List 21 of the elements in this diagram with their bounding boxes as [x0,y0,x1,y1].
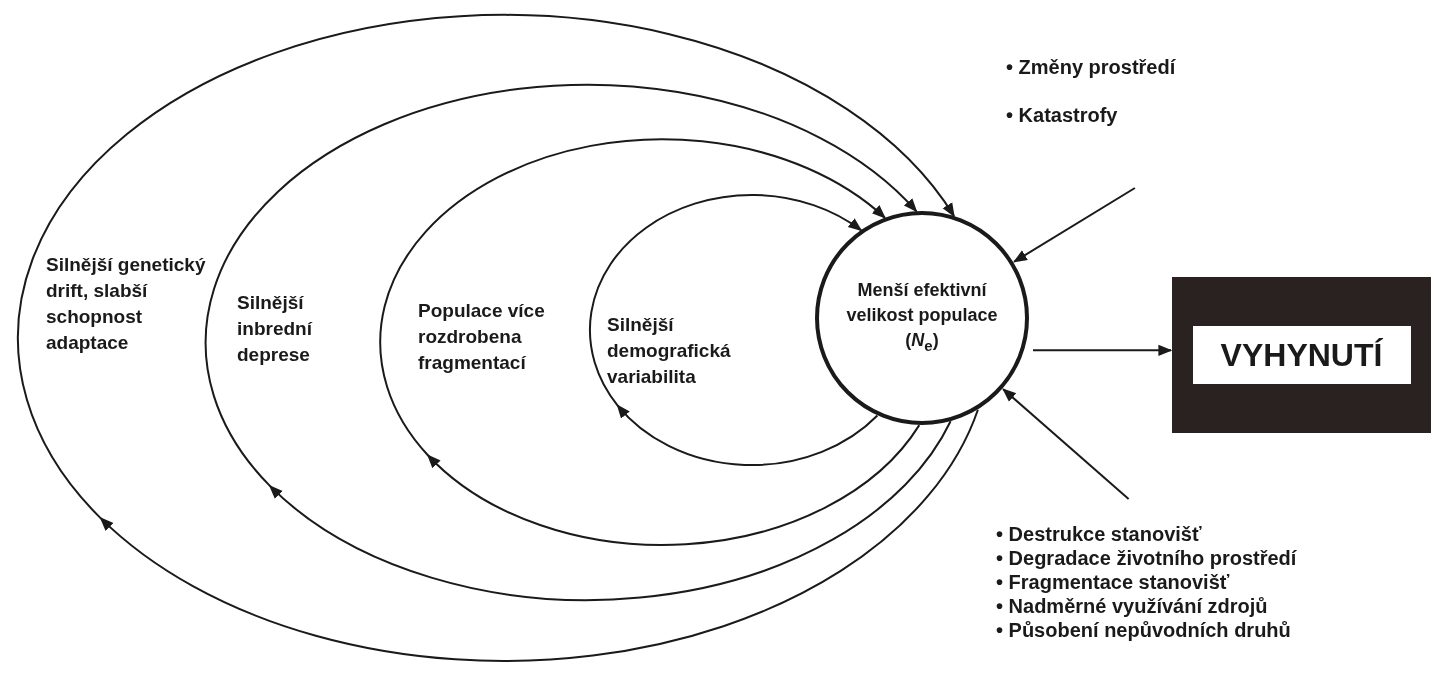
arrow [1032,344,1173,356]
loop-arrow [204,83,952,602]
terminal-label: VYHYNUTÍ [1192,326,1411,384]
loop-label: Silnější inbrední deprese [237,291,314,367]
node-label: Menší efektivní velikost populace (N$_{e}$) [845,279,999,356]
terminal-box [1172,277,1431,433]
loop-label: Silnější demografická variabilita [607,313,732,389]
bullet-item: • Destrukce stanovišť [996,522,1203,546]
loop-label: Silnější genetický drift, slabší schopnost adaptace [46,253,206,355]
bullet-item: • Působení nepůvodních druhů [996,618,1292,642]
loop-arrow [588,194,879,467]
arrow [1002,388,1130,500]
loop-arrow [379,138,921,546]
bullet-item: • Katastrofy [1006,103,1119,127]
bullet-item: • Nadměrné využívání zdrojů [996,594,1269,618]
bullet-item: • Degradace životního prostředí [996,546,1298,570]
loop-arrow [16,13,979,662]
arrow [1013,187,1136,263]
bullet-item: • Fragmentace stanovišť [996,570,1231,594]
loop-label: Populace více rozdrobena fragmentací [418,299,546,375]
bullet-item: • Změny prostředí [1006,55,1177,79]
